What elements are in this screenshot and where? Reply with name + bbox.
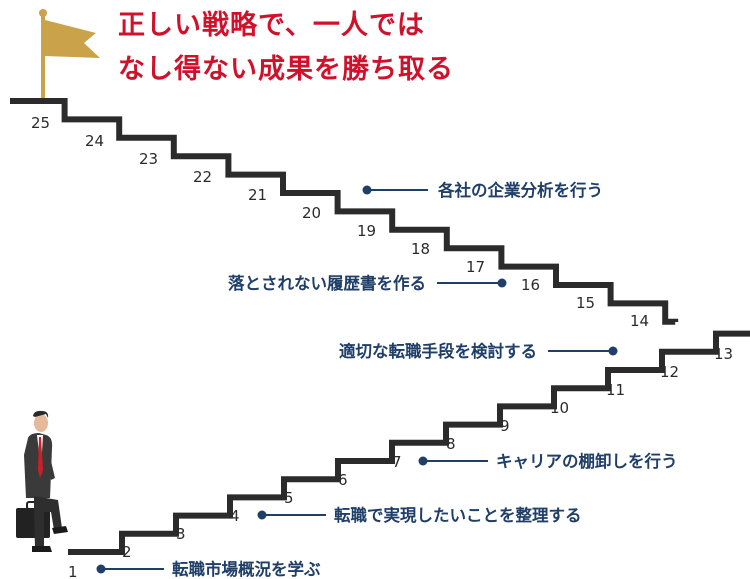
step-number-12: 12	[660, 363, 679, 381]
step-number-22: 22	[193, 168, 212, 186]
step-number-17: 17	[466, 258, 485, 276]
lower-staircase	[68, 312, 750, 555]
milestone-step-7: キャリアの棚卸しを行う	[418, 451, 678, 471]
step-number-15: 15	[576, 294, 595, 312]
milestone-label: 適切な転職手段を検討する	[339, 341, 537, 361]
step-number-20: 20	[302, 204, 321, 222]
step-numbers: 1234567891011121314151617181920212223242…	[31, 114, 733, 579]
step-number-9: 9	[500, 417, 510, 435]
milestone-dot	[497, 278, 507, 288]
businessman-climbing-icon	[16, 410, 68, 552]
milestone-label: 転職で実現したいことを整理する	[334, 505, 582, 525]
milestone-dot	[257, 510, 267, 520]
step-number-18: 18	[411, 240, 430, 258]
step-number-19: 19	[357, 222, 376, 240]
step-number-14: 14	[630, 312, 649, 330]
step-number-21: 21	[248, 186, 267, 204]
step-number-8: 8	[446, 435, 456, 453]
milestones: 転職市場概況を学ぶ 転職で実現したいことを整理する キャリアの棚卸しを行う 適切な転職…	[96, 180, 678, 579]
milestone-dot	[608, 346, 618, 356]
milestone-dot	[96, 564, 106, 574]
headline: 正しい戦略で、一人では なし得ない成果を勝ち取る	[118, 4, 454, 92]
step-number-13: 13	[714, 345, 733, 363]
milestone-label: 転職市場概況を学ぶ	[172, 559, 321, 579]
step-number-1: 1	[68, 563, 78, 579]
step-number-10: 10	[550, 399, 569, 417]
step-number-5: 5	[284, 489, 294, 507]
milestone-step-16: 落とされない履歴書を作る	[228, 273, 507, 293]
milestone-dot	[418, 456, 428, 466]
upper-staircase	[10, 98, 679, 325]
lower-stairs-line	[68, 312, 750, 555]
milestone-label: 落とされない履歴書を作る	[228, 273, 426, 293]
step-number-6: 6	[338, 471, 348, 489]
step-number-3: 3	[176, 525, 186, 543]
flag-icon	[39, 9, 100, 100]
step-number-7: 7	[392, 453, 402, 471]
step-number-2: 2	[122, 543, 132, 561]
step-number-25: 25	[31, 114, 50, 132]
milestone-step-1: 転職市場概況を学ぶ	[96, 559, 321, 579]
step-number-16: 16	[521, 276, 540, 294]
upper-stairs-line	[10, 98, 679, 325]
milestone-step-4: 転職で実現したいことを整理する	[257, 505, 582, 525]
milestone-dot	[362, 185, 372, 195]
headline-line-2: なし得ない成果を勝ち取る	[118, 54, 454, 85]
step-number-23: 23	[139, 150, 158, 168]
headline-line-1: 正しい戦略で、一人では	[118, 10, 425, 41]
milestone-label: キャリアの棚卸しを行う	[496, 451, 678, 471]
step-number-4: 4	[230, 507, 240, 525]
step-number-24: 24	[85, 132, 104, 150]
step-number-11: 11	[606, 381, 625, 399]
milestone-step-13: 適切な転職手段を検討する	[339, 341, 618, 361]
milestone-label: 各社の企業分析を行う	[437, 180, 603, 200]
milestone-step-19: 各社の企業分析を行う	[362, 180, 603, 200]
